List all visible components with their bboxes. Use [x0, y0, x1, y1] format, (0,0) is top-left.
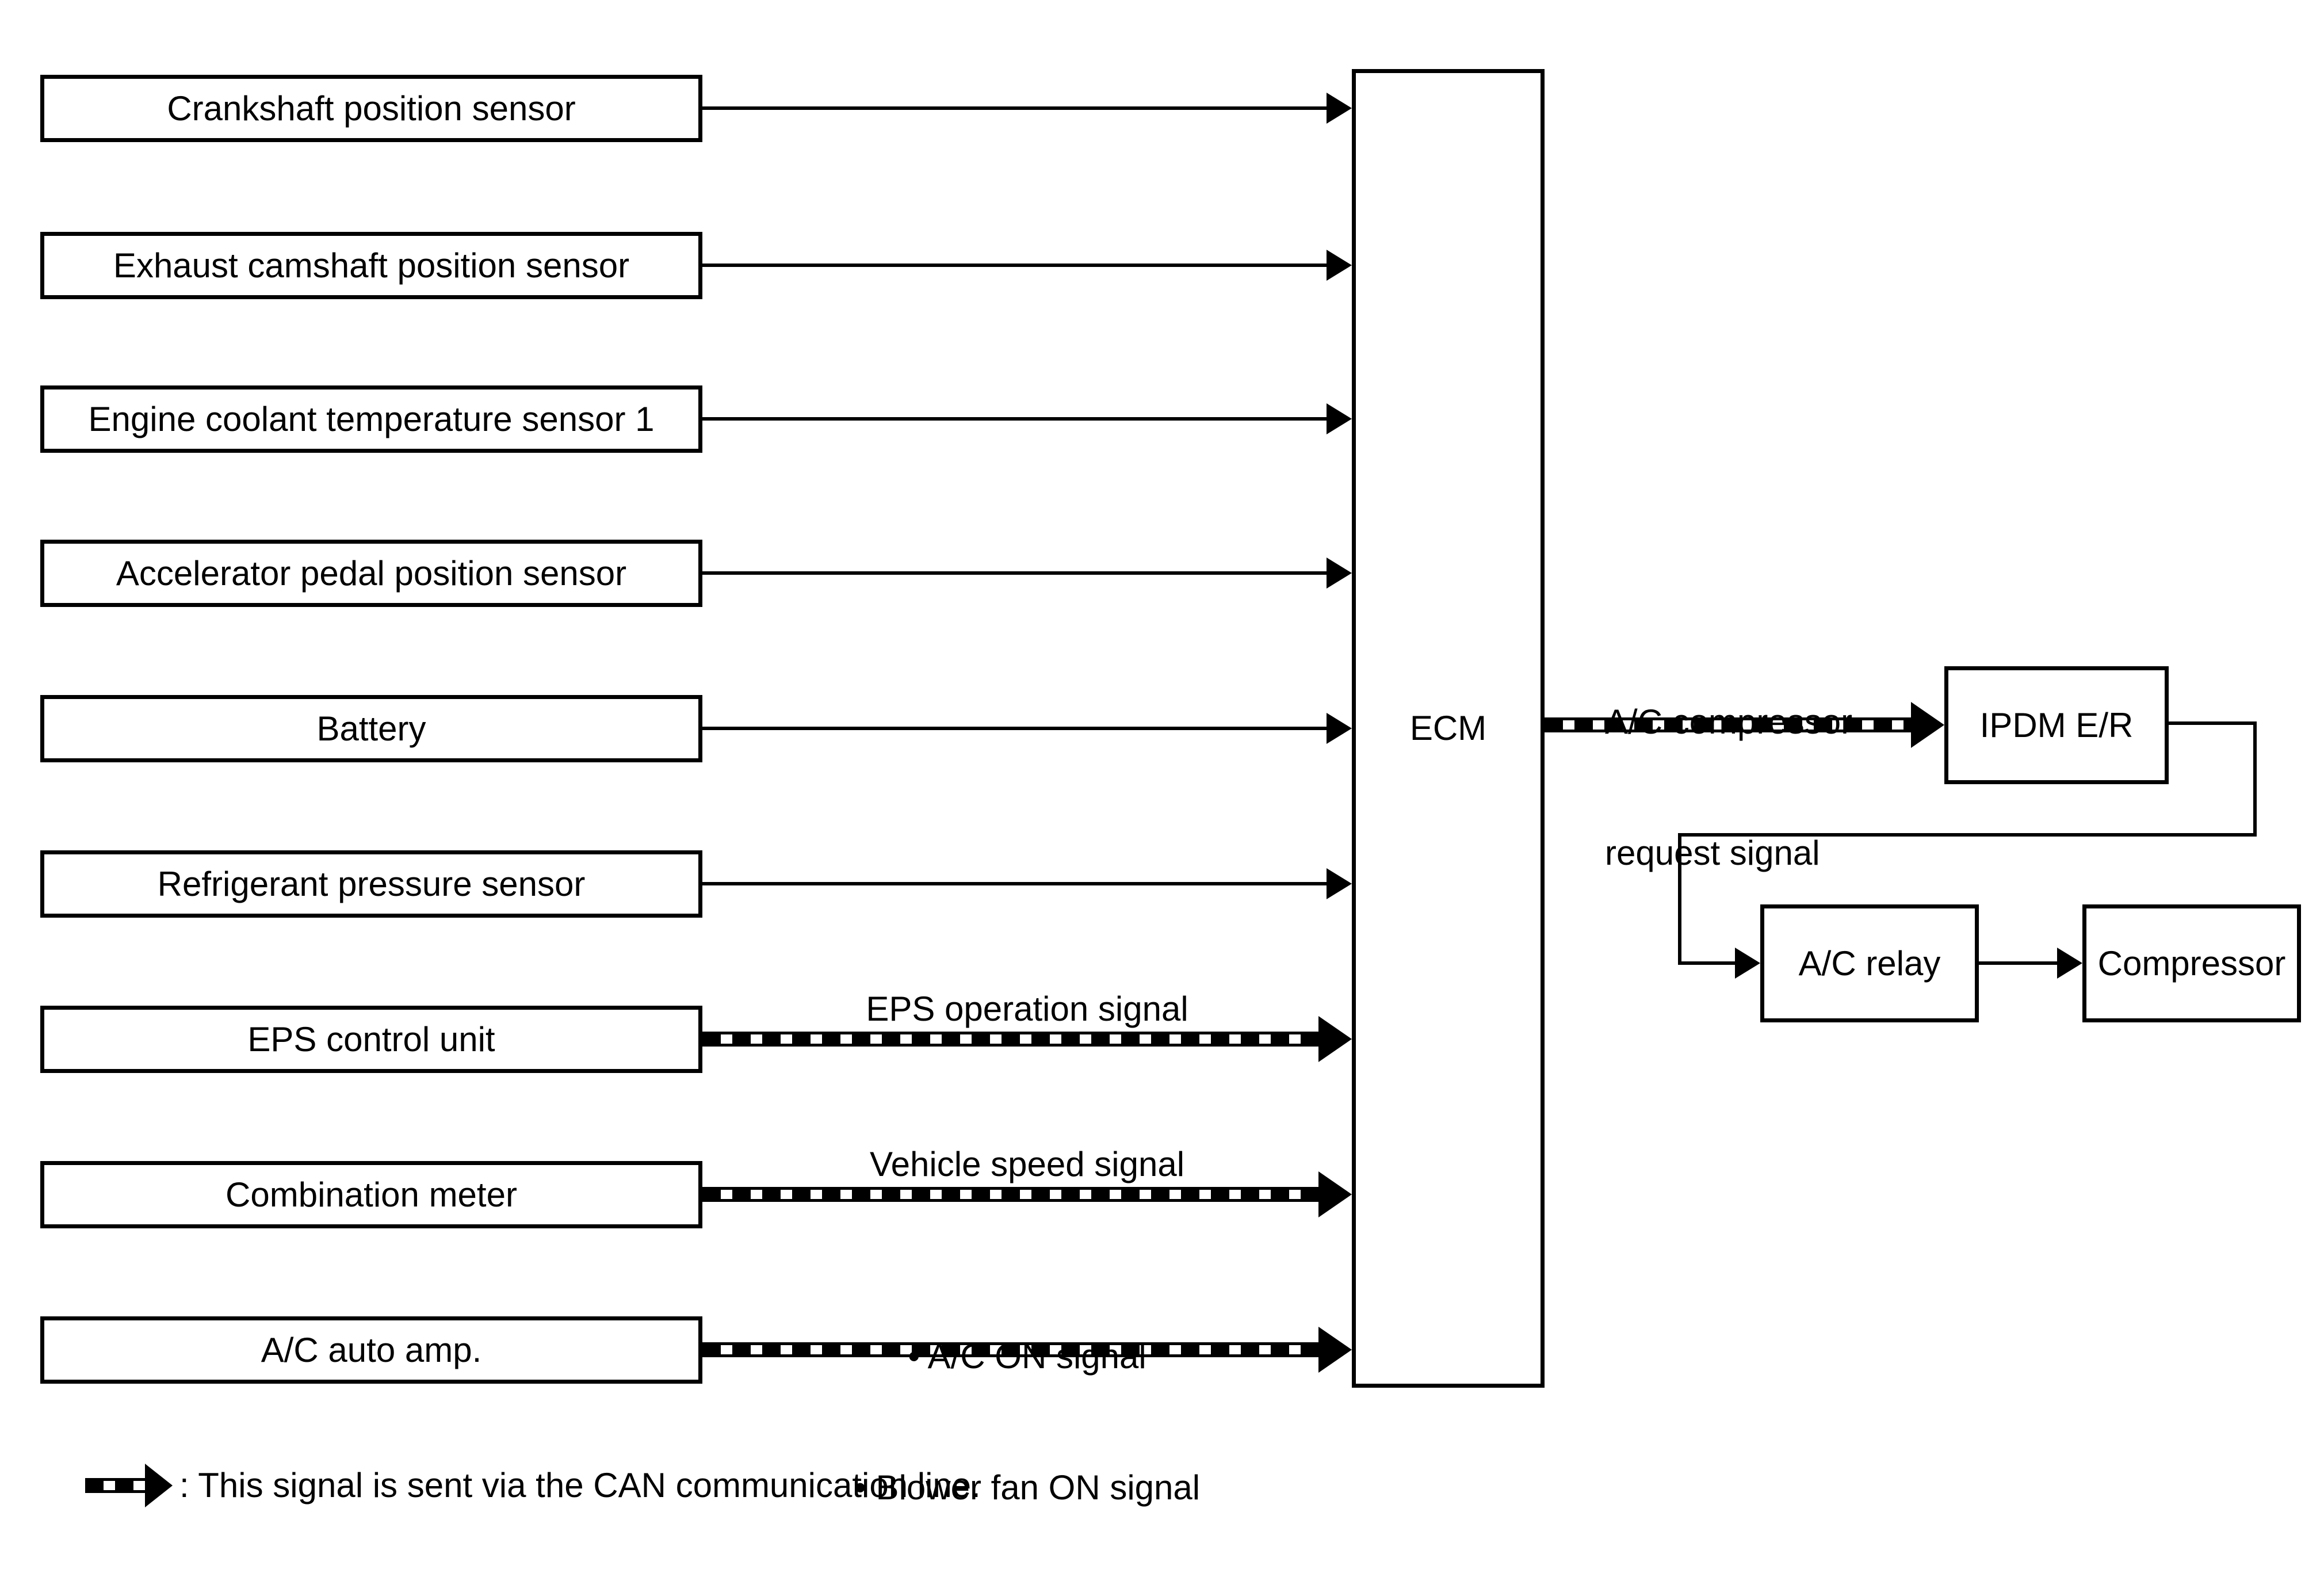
arrowhead-icon [1327, 250, 1352, 281]
label-ac-on-signal: • A/C ON signal [908, 1337, 1146, 1376]
arrowhead-icon [1735, 948, 1760, 979]
can-dashes [1545, 720, 1911, 730]
can-arrow-shaft [702, 1032, 1318, 1047]
legend-text: : This signal is sent via the CAN commun… [179, 1466, 981, 1505]
source-box-eps-control-unit: EPS control unit [40, 1006, 702, 1073]
can-arrow-shaft [702, 1187, 1318, 1202]
label-eps-operation-signal: EPS operation signal [866, 990, 1188, 1028]
can-dashes [702, 1034, 1318, 1044]
ecm-box: ECM [1352, 69, 1545, 1388]
request-signal-line-2: request signal [1605, 834, 1820, 872]
route-segment [2253, 721, 2257, 837]
source-box-crankshaft-position-sensor: Crankshaft position sensor [40, 75, 702, 142]
source-box-battery: Battery [40, 695, 702, 762]
can-dashes [702, 1190, 1318, 1199]
arrow-shaft [702, 417, 1327, 421]
arrowhead-icon [1327, 93, 1352, 124]
arrow-shaft [702, 727, 1327, 730]
compressor-label: Compressor [2097, 944, 2286, 983]
label-ac-on-blower-fan-signals: • A/C ON signal • Blower fan ON signal [702, 1247, 1352, 1577]
can-dashes [702, 1345, 1318, 1354]
arrowhead-icon [2057, 948, 2082, 979]
route-segment [1678, 833, 2257, 837]
can-arrowhead-icon [1911, 702, 1944, 748]
arrow-shaft [702, 882, 1327, 885]
arrowhead-icon [1327, 868, 1352, 899]
source-label: EPS control unit [247, 1019, 495, 1059]
source-label: Exhaust camshaft position sensor [113, 246, 630, 285]
source-label: Accelerator pedal position sensor [116, 553, 627, 593]
label-vehicle-speed-signal: Vehicle speed signal [869, 1145, 1185, 1183]
arrow-shaft [702, 571, 1327, 575]
source-label: Crankshaft position sensor [167, 89, 576, 128]
ipdm-er-label: IPDM E/R [1979, 705, 2134, 744]
source-box-combination-meter: Combination meter [40, 1161, 702, 1228]
can-arrowhead-icon [145, 1464, 173, 1507]
can-arrow-shaft [85, 1478, 145, 1493]
arrow-shaft [702, 264, 1327, 267]
source-box-exhaust-camshaft-position-sensor: Exhaust camshaft position sensor [40, 232, 702, 299]
route-segment [1678, 961, 1737, 965]
source-label: Refrigerant pressure sensor [157, 864, 586, 903]
can-arrowhead-icon [1318, 1016, 1352, 1062]
request-signal-line-1: A/C compressor [1605, 702, 1853, 741]
ipdm-er-box: IPDM E/R [1944, 666, 2169, 784]
can-arrowhead-icon [1318, 1327, 1352, 1373]
ac-relay-label: A/C relay [1798, 944, 1941, 983]
can-arrowhead-icon [1318, 1171, 1352, 1217]
source-box-engine-coolant-temperature-sensor-1: Engine coolant temperature sensor 1 [40, 385, 702, 453]
source-label: A/C auto amp. [261, 1330, 482, 1369]
label-ac-compressor-request-signal: A/C compressor request signal [1605, 613, 1852, 963]
arrow-shaft [1979, 961, 2059, 965]
ecm-label: ECM [1409, 709, 1487, 747]
label-blower-fan-on-signal: • Blower fan ON signal [854, 1468, 1201, 1507]
source-label: Combination meter [225, 1175, 517, 1214]
arrow-shaft [702, 106, 1327, 110]
source-box-accelerator-pedal-position-sensor: Accelerator pedal position sensor [40, 540, 702, 607]
source-label: Battery [316, 709, 426, 748]
route-segment [2169, 721, 2257, 725]
arrowhead-icon [1327, 403, 1352, 434]
can-arrow-shaft [1545, 717, 1911, 732]
can-arrow-shaft [702, 1342, 1318, 1357]
source-label: Engine coolant temperature sensor 1 [88, 399, 655, 438]
arrowhead-icon [1327, 713, 1352, 744]
arrowhead-icon [1327, 558, 1352, 589]
compressor-box: Compressor [2082, 904, 2301, 1022]
ac-relay-box: A/C relay [1760, 904, 1979, 1022]
can-dashes [85, 1481, 145, 1490]
route-segment [1678, 833, 1681, 965]
source-box-ac-auto-amp: A/C auto amp. [40, 1316, 702, 1384]
source-box-refrigerant-pressure-sensor: Refrigerant pressure sensor [40, 850, 702, 918]
